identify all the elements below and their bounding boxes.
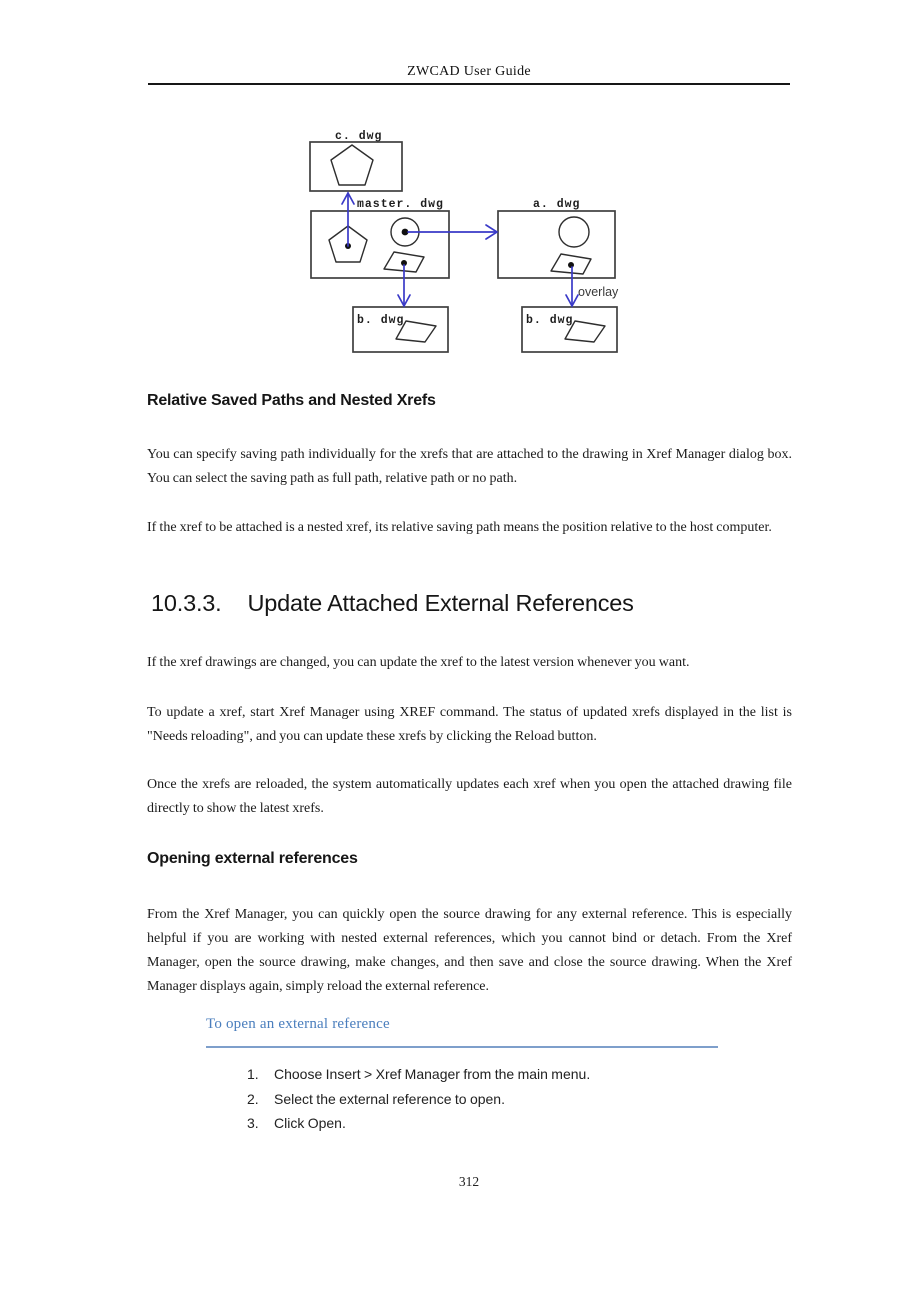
page-number: 312 bbox=[458, 1174, 480, 1189]
attach-arrow-up bbox=[341, 191, 355, 247]
master-dwg-label: master. dwg bbox=[357, 198, 444, 211]
procedure-rule bbox=[206, 1046, 718, 1048]
section-title: Update Attached External References bbox=[247, 590, 634, 616]
overlay-label: overlay bbox=[578, 285, 619, 299]
paragraph: Once the xrefs are reloaded, the system … bbox=[147, 777, 792, 816]
section-number: 10.3.3. bbox=[151, 590, 222, 616]
overlay-arrow-down-right bbox=[565, 266, 579, 308]
insertion-point-dot bbox=[401, 260, 407, 266]
list-item-number: 1. bbox=[247, 1066, 259, 1082]
xref-structure-diagram: c. dwg master. dwg a. dwg b. dwg b. dwg bbox=[309, 130, 619, 353]
paragraph: To update a xref, start Xref Manager usi… bbox=[147, 705, 792, 744]
list-item-text: Select the external reference to open. bbox=[274, 1090, 505, 1107]
list-item: 1. Choose Insert > Xref Manager from the… bbox=[247, 1066, 727, 1091]
b-dwg-box-left bbox=[352, 306, 449, 353]
b-dwg-label-left: b. dwg bbox=[357, 314, 404, 327]
insertion-point-dot bbox=[401, 228, 409, 236]
c-dwg-label: c. dwg bbox=[335, 130, 382, 143]
list-item-text: Click Open. bbox=[274, 1115, 346, 1131]
list-item-text: Choose Insert > Xref Manager from the ma… bbox=[274, 1066, 591, 1082]
c-dwg-box bbox=[309, 141, 403, 192]
paragraph: You can specify saving path individually… bbox=[147, 447, 792, 486]
list-item: 3. Click Open. bbox=[247, 1115, 727, 1140]
quad-shape bbox=[383, 251, 425, 273]
b-dwg-label-right: b. dwg bbox=[526, 314, 573, 327]
paragraph: If the xref drawings are changed, you ca… bbox=[147, 655, 690, 670]
paragraph: From the Xref Manager, you can quickly o… bbox=[147, 907, 792, 994]
procedure-link-heading[interactable]: To open an external reference bbox=[206, 1016, 390, 1032]
list-item: 2. Select the external reference to open… bbox=[247, 1091, 727, 1116]
header-rule bbox=[148, 83, 790, 85]
quad-shape bbox=[564, 320, 606, 343]
list-item-number: 2. bbox=[247, 1090, 259, 1107]
attach-arrow-down-left bbox=[397, 264, 411, 308]
section-heading-opening-refs: Opening external references bbox=[147, 850, 358, 867]
quad-shape bbox=[395, 320, 437, 343]
section-heading-relative-paths: Relative Saved Paths and Nested Xrefs bbox=[147, 392, 436, 409]
pentagon-shape bbox=[328, 225, 368, 263]
header-title: ZWCAD User Guide bbox=[407, 64, 531, 79]
section-heading-update-refs: 10.3.3. Update Attached External Referenc… bbox=[151, 590, 811, 617]
pentagon-shape bbox=[330, 144, 374, 186]
b-dwg-box-right bbox=[521, 306, 618, 353]
a-dwg-label: a. dwg bbox=[533, 198, 580, 211]
insertion-point-dot bbox=[568, 262, 574, 268]
procedure-steps: 1. Choose Insert > Xref Manager from the… bbox=[247, 1066, 727, 1140]
a-dwg-box bbox=[497, 210, 616, 279]
list-item-number: 3. bbox=[247, 1115, 259, 1131]
circle-shape bbox=[558, 216, 590, 248]
paragraph: If the xref to be attached is a nested x… bbox=[147, 520, 772, 535]
master-dwg-box bbox=[310, 210, 450, 279]
attach-arrow-right bbox=[407, 224, 499, 240]
